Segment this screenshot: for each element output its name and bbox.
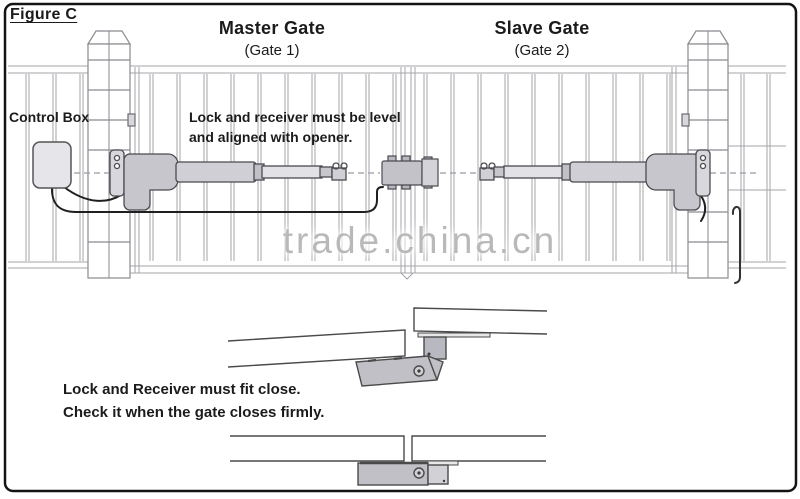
slave-mount-bracket [695, 149, 711, 197]
gate-meeting-notch [400, 272, 414, 280]
control-box-to-motor-cable [63, 186, 122, 202]
master-gate-header: Master Gate (Gate 1) [162, 18, 382, 59]
outer-frame [3, 2, 798, 493]
slave-outer-tube [569, 161, 651, 183]
slave-inner-rod [503, 165, 565, 179]
fit-note-line2: Check it when the gate closes firmly. [63, 403, 325, 421]
fence-top-rail [8, 65, 786, 74]
level-note-line2: and aligned with opener. [189, 129, 353, 146]
closeup2-receiver [427, 464, 449, 485]
level-note-line1: Lock and receiver must be level [189, 109, 401, 125]
slave-gate-subtitle: (Gate 2) [514, 42, 570, 59]
level-note: Lock and receiver must be level and alig… [189, 107, 401, 148]
closeup1-right-rail [413, 307, 548, 335]
slave-gate-bracket [479, 167, 495, 181]
control-box-to-lock-cable [51, 186, 384, 213]
closeup1-mount-plate [417, 332, 491, 338]
antenna-wire [731, 206, 741, 284]
closeup2-right-rail [411, 435, 546, 462]
closeup2-left-rail [230, 435, 405, 462]
figure-label: Figure C [10, 6, 78, 23]
closeup-gate-closed [230, 435, 546, 486]
master-gate-bracket [331, 167, 347, 181]
closeup1-lock [355, 355, 444, 387]
slave-motor-body [645, 153, 701, 211]
master-motor-body [123, 153, 179, 211]
master-inner-rod [261, 165, 323, 179]
receiver [421, 158, 439, 187]
electric-lock [381, 160, 423, 186]
slave-gate-header: Slave Gate (Gate 2) [432, 18, 652, 59]
fence-bottom-rail [8, 261, 786, 280]
master-rod-clevis [319, 166, 333, 178]
closeup1-left-rail [227, 329, 406, 368]
slave-gate-title: Slave Gate [494, 18, 590, 38]
fit-note: Lock and Receiver must fit close. Check … [63, 379, 324, 424]
control-box [32, 141, 72, 189]
control-box-label: Control Box [9, 109, 90, 125]
slave-gate-opener-arm [479, 149, 711, 211]
master-gate-opener-arm [109, 149, 348, 211]
master-gate-subtitle: (Gate 1) [244, 42, 300, 59]
right-fence-mid-rails [728, 145, 786, 191]
right-pillar-latch [681, 113, 690, 127]
closeup-gate-open [227, 307, 548, 387]
watermark-text: trade.china.cn [282, 220, 558, 261]
master-gate-title: Master Gate [218, 18, 326, 38]
fit-note-line1: Lock and Receiver must fit close. [63, 381, 301, 398]
left-pillar-latch [127, 113, 136, 127]
master-outer-tube [175, 161, 257, 183]
electric-lock-assembly [381, 155, 439, 190]
